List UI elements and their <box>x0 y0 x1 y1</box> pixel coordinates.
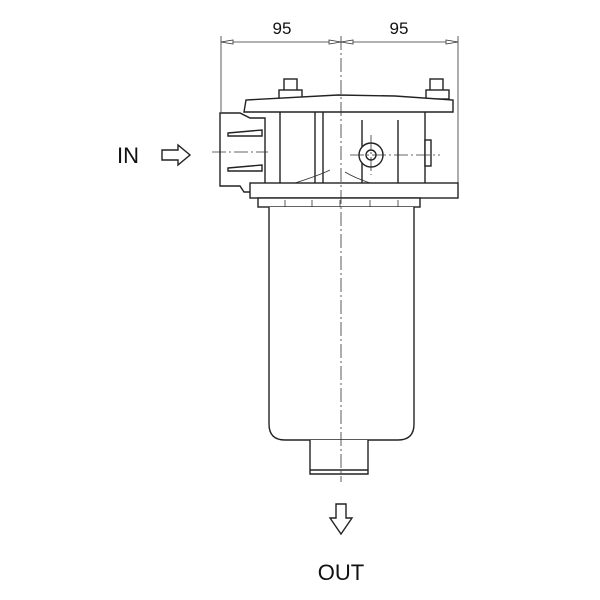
dimension-left-label: 95 <box>273 19 292 38</box>
dimension-right-label: 95 <box>390 19 409 38</box>
inlet-label: IN <box>117 143 139 168</box>
dimension-lines <box>220 36 459 186</box>
outlet-port <box>309 440 369 475</box>
filter-head <box>219 78 459 208</box>
outlet-label: OUT <box>318 560 364 585</box>
inlet-arrow-icon <box>161 143 192 167</box>
outlet-arrow-icon <box>328 503 354 536</box>
filter-bowl <box>268 207 415 441</box>
